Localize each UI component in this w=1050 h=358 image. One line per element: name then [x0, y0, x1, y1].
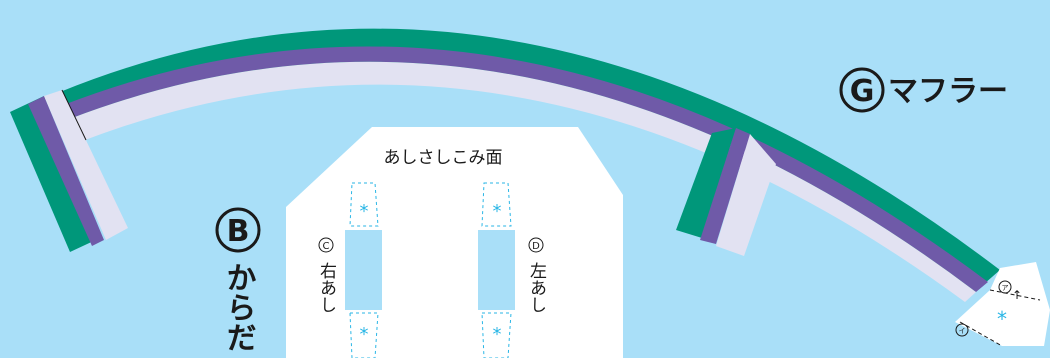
body-top-label: あしさしこみ面: [384, 148, 503, 168]
left-leg-badge-icon: [318, 237, 334, 253]
muffler-label: マフラー: [888, 74, 1008, 109]
right-leg-slot-hole: [478, 230, 515, 310]
muffler-right-tab: ア ↑ イ *: [955, 262, 1050, 347]
muffler-label-group: G マフラー: [839, 67, 1008, 113]
tab-mark-i-icon: [955, 323, 969, 337]
muffler-purple-stripe: [66, 46, 988, 292]
body-label: からだ: [221, 262, 256, 352]
tab-mark-a-label: ア: [1002, 284, 1009, 292]
muffler-left-end: [10, 89, 128, 252]
muffler-lavender-stripe: [72, 61, 976, 302]
left-leg-slot: * *: [345, 182, 382, 358]
asterisk-glue-icon: *: [360, 324, 369, 345]
tab-mark-a-icon: [998, 280, 1012, 294]
arrow-icon: ↑: [1012, 288, 1022, 302]
body-piece: あしさしこみ面 * * C 右あし * * D 左あし: [286, 127, 623, 358]
asterisk-glue-icon: *: [360, 201, 369, 222]
left-leg-badge-letter: C: [323, 241, 330, 252]
right-leg-label: 左あし: [526, 262, 547, 313]
body-badge-letter: B: [227, 214, 250, 249]
body-badge-icon: [215, 207, 261, 253]
tab-mark-i-label: イ: [959, 327, 966, 335]
asterisk-glue-icon: *: [493, 201, 502, 222]
muffler-badge-letter: G: [850, 74, 875, 109]
left-leg-slot-hole: [345, 230, 382, 310]
right-leg-badge-icon: [528, 237, 544, 253]
right-leg-slot: * *: [478, 182, 515, 358]
asterisk-glue-icon: *: [997, 307, 1007, 331]
right-leg-badge-letter: D: [532, 241, 540, 252]
muffler-badge-icon: [839, 67, 885, 113]
body-label-group: B からだ: [215, 207, 261, 352]
muffler-middle-end: [676, 128, 776, 256]
asterisk-glue-icon: *: [493, 324, 502, 345]
muffler-arc-band: [60, 28, 1000, 302]
left-leg-label: 右あし: [316, 262, 337, 313]
